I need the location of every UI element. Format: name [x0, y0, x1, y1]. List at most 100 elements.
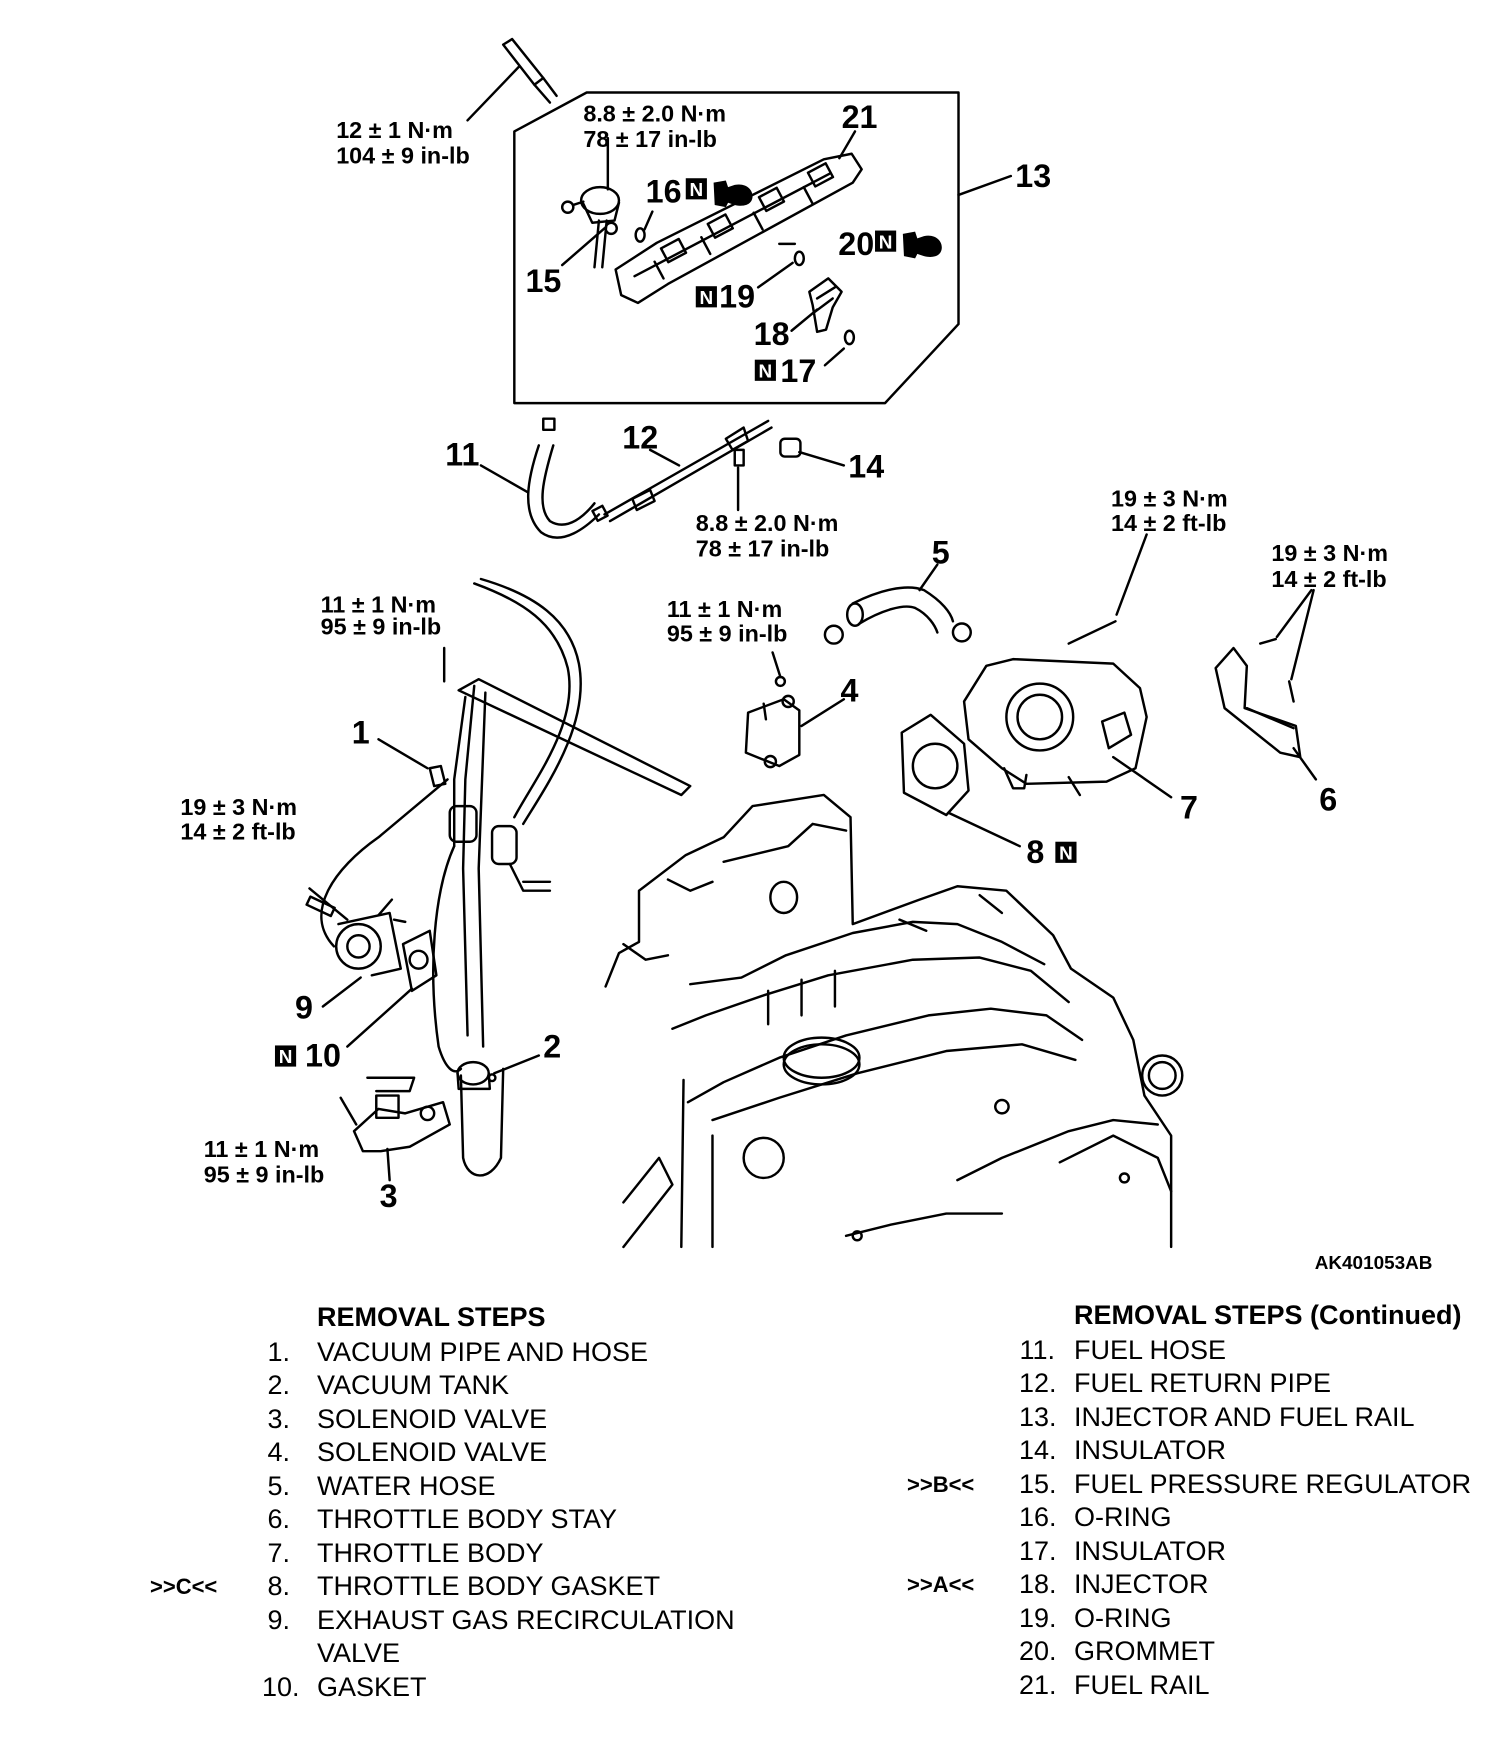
torque-egr-ftlb: 14 ± 2 ft-lb	[180, 818, 295, 844]
step-text: INSULATOR	[1074, 1435, 1227, 1465]
callout-3: 3	[380, 1178, 398, 1214]
step-marker	[907, 1535, 1019, 1569]
throttle-body-gasket	[900, 713, 970, 817]
step-text: VACUUM TANK	[317, 1370, 510, 1400]
step-text: THROTTLE BODY	[317, 1537, 544, 1568]
leader-18	[790, 308, 819, 332]
callout-20: 20	[838, 226, 874, 262]
insulator-14	[779, 437, 802, 458]
egr-gasket	[401, 929, 438, 993]
leader-19b-b	[1290, 588, 1315, 681]
callout-13: 13	[1015, 158, 1051, 194]
step-item: 3.SOLENOID VALVE	[150, 1403, 735, 1437]
callout-14: 14	[848, 449, 884, 485]
torque-return-pipe-nm: 8.8 ± 2.0 N·m	[696, 510, 839, 536]
callout-6: 6	[1319, 782, 1337, 818]
torque-throttle-body-nm: 19 ± 3 N·m	[1111, 486, 1228, 512]
step-marker	[150, 1537, 262, 1571]
step-item: 17.INSULATOR	[907, 1535, 1471, 1569]
step-number: 4.	[267, 1437, 290, 1467]
leader-6	[1292, 746, 1318, 781]
callout-18: 18	[754, 316, 790, 352]
step-text: O-RING	[1074, 1602, 1172, 1633]
leader-19a	[1115, 533, 1148, 616]
step-marker: >>B<<	[907, 1471, 975, 1497]
step-marker: >>A<<	[907, 1572, 975, 1597]
solenoid-valve-4	[744, 675, 801, 769]
n-badge-10	[274, 1045, 297, 1069]
torque-throttle-body-ftlb: 14 ± 2 ft-lb	[1111, 510, 1226, 536]
callout-1: 1	[352, 715, 370, 751]
step-item: 19.O-RING	[907, 1602, 1471, 1636]
throttle-bolt	[1067, 620, 1117, 645]
step-number: 5.	[267, 1470, 290, 1501]
step-text: GROMMET	[1074, 1636, 1215, 1666]
removal-steps-continued-list: REMOVAL STEPS (Continued) 11.FUEL HOSE 1…	[907, 1299, 1471, 1702]
step-number: 15.	[1019, 1468, 1057, 1499]
leader-13	[957, 174, 1013, 197]
step-number: 2.	[267, 1370, 290, 1400]
grease-gun-icon	[713, 180, 753, 208]
step-marker	[150, 1503, 262, 1537]
solenoid-valve-3	[352, 1076, 451, 1153]
step-text: VALVE	[317, 1638, 401, 1668]
fuel-hose	[527, 417, 601, 539]
step-marker	[150, 1336, 262, 1370]
callout-15: 15	[525, 263, 561, 299]
callout-21: 21	[842, 99, 878, 135]
leader-10	[346, 987, 414, 1048]
step-text: FUEL RAIL	[1074, 1669, 1210, 1700]
step-marker	[907, 1334, 1019, 1368]
o-ring-16	[634, 227, 646, 243]
leader-14	[798, 450, 846, 467]
step-item: 4.SOLENOID VALVE	[150, 1436, 735, 1470]
torque-solenoid-4-nm: 11 ± 1 N·m	[667, 596, 782, 622]
callout-19: 19	[719, 278, 755, 314]
step-marker	[907, 1602, 1019, 1636]
new-part-badges	[274, 178, 1077, 1069]
step-item: >>C<<8.THROTTLE BODY GASKET	[150, 1570, 735, 1604]
step-item: >>A<< 18. INJECTOR	[907, 1568, 1471, 1602]
leader-11	[479, 464, 529, 494]
callout-10: 10	[305, 1038, 341, 1074]
step-item: 16. O-RING	[907, 1501, 1471, 1535]
figure-code: AK401053AB	[1315, 1253, 1433, 1274]
step-number: 18.	[1019, 1569, 1057, 1599]
leader-9	[321, 976, 362, 1008]
step-text: SOLENOID VALVE	[317, 1403, 548, 1434]
leader-top-bolt	[466, 65, 520, 122]
removal-steps-heading: REMOVAL STEPS	[317, 1302, 546, 1332]
torque-stay-nm: 19 ± 3 N·m	[1271, 540, 1388, 566]
step-text: FUEL HOSE	[1074, 1334, 1227, 1365]
step-item: 7.THROTTLE BODY	[150, 1537, 735, 1571]
leader-19c	[308, 887, 349, 921]
torque-return-pipe-inlb: 78 ± 17 in-lb	[696, 536, 830, 562]
step-number: 6.	[267, 1504, 290, 1534]
step-number: 16.	[1019, 1502, 1057, 1532]
step-text: WATER HOSE	[317, 1470, 496, 1501]
step-marker	[150, 1637, 262, 1671]
callout-9: 9	[295, 990, 313, 1026]
leader-15	[560, 227, 606, 267]
step-item: 1.VACUUM PIPE AND HOSE	[150, 1336, 735, 1370]
callouts: 21 13 16 20 15 19 18 17 11 12 14 5 4 1 6…	[295, 99, 1337, 1214]
step-text: THROTTLE BODY GASKET	[317, 1571, 661, 1601]
removal-steps-list: REMOVAL STEPS 1.VACUUM PIPE AND HOSE 2. V…	[150, 1301, 735, 1704]
leader-5	[918, 563, 939, 592]
engine-block	[604, 793, 1184, 1249]
n-badge-19	[695, 286, 717, 310]
step-marker	[907, 1501, 1019, 1535]
vacuum-pipe-and-hose	[320, 577, 692, 1177]
step-text: O-RING	[1074, 1502, 1172, 1532]
step-item: 14.INSULATOR	[907, 1434, 1471, 1468]
n-badge-16	[685, 178, 707, 202]
step-text: INJECTOR	[1074, 1569, 1209, 1599]
throttle-body-stay	[1214, 637, 1302, 759]
step-marker	[907, 1669, 1019, 1703]
torque-solenoid-3-nm: 11 ± 1 N·m	[204, 1136, 319, 1162]
leader-3	[386, 1147, 391, 1182]
step-item: 6.THROTTLE BODY STAY	[150, 1503, 735, 1537]
step-number: 8.	[267, 1571, 290, 1601]
torque-vacuum-pipe-inlb: 95 ± 9 in-lb	[321, 614, 442, 640]
torque-top-bolt-nm: 12 ± 1 N·m	[336, 117, 453, 143]
